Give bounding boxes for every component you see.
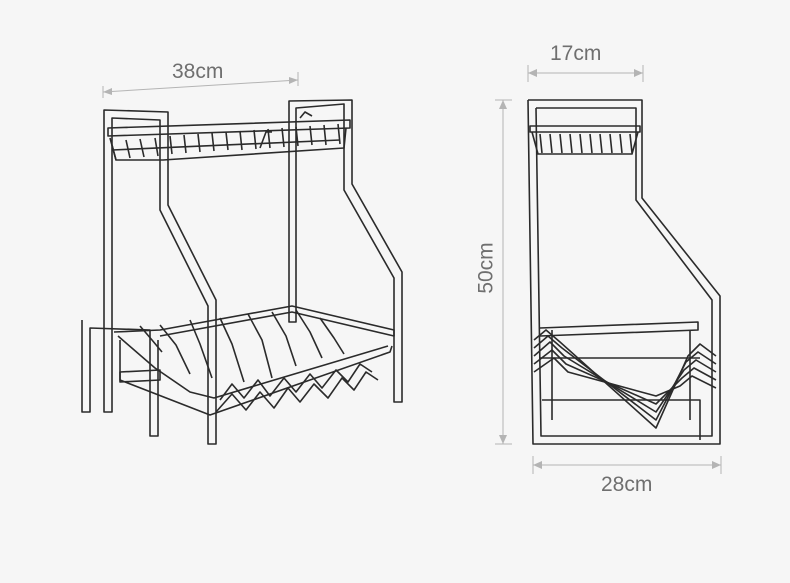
depth-dimension-line xyxy=(527,65,644,82)
rack-perspective-view xyxy=(81,99,403,445)
side-top-basket xyxy=(529,125,641,155)
bottom-dish-rack xyxy=(81,305,395,437)
left-frame xyxy=(103,109,217,445)
base-depth-dimension-line xyxy=(532,456,722,474)
side-inner-frame xyxy=(535,107,713,437)
depth-label: 17cm xyxy=(550,42,602,65)
base-depth-label: 28cm xyxy=(601,473,653,496)
width-label: 38cm xyxy=(172,60,224,83)
width-dimension-line xyxy=(102,72,299,98)
top-basket xyxy=(107,111,351,161)
right-frame xyxy=(288,99,403,403)
rack-side-view xyxy=(527,99,721,445)
side-outer-frame xyxy=(527,99,721,445)
height-label: 50cm xyxy=(474,242,498,294)
height-dimension-line xyxy=(495,99,512,445)
side-dish-slots xyxy=(533,321,717,440)
